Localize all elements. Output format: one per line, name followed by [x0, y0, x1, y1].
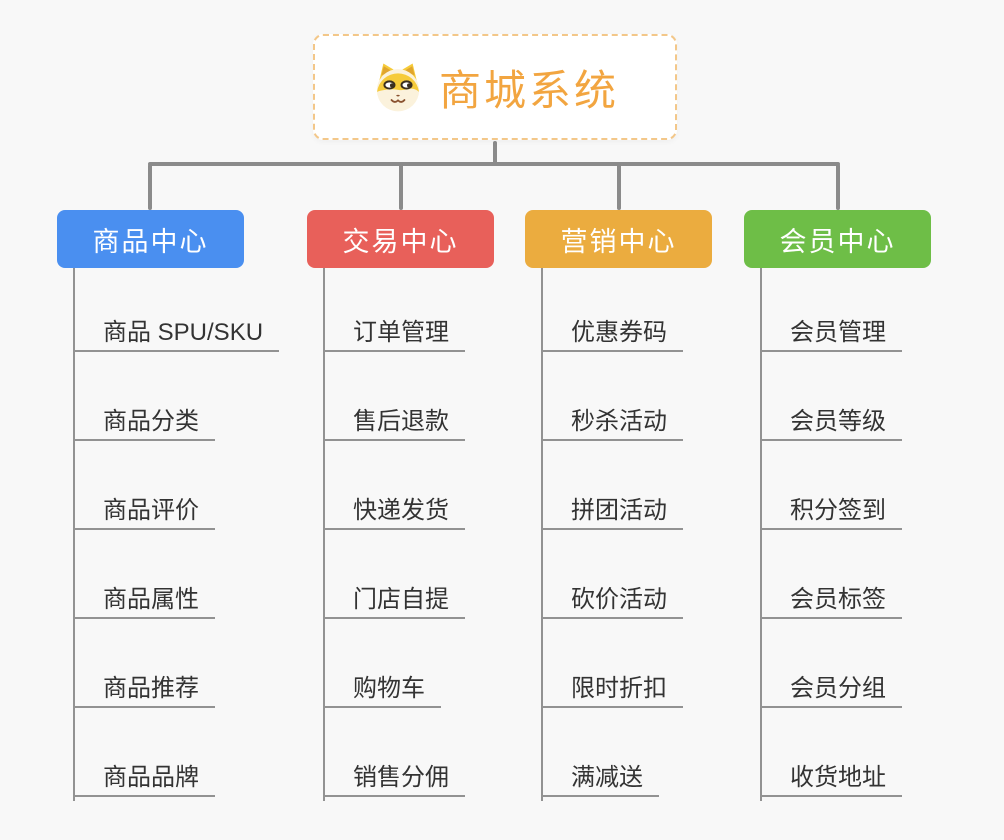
root-connector-stub	[493, 141, 497, 164]
category-node-trade-center[interactable]: 交易中心	[307, 210, 494, 268]
leaf-node[interactable]: 商品属性	[73, 584, 215, 619]
leaf-node[interactable]: 满减送	[541, 762, 659, 797]
leaf-node[interactable]: 购物车	[323, 673, 441, 708]
leaf-node[interactable]: 商品分类	[73, 406, 215, 441]
leaf-node[interactable]: 商品品牌	[73, 762, 215, 797]
leaf-node[interactable]: 收货地址	[760, 762, 902, 797]
leaf-node[interactable]: 会员管理	[760, 317, 902, 352]
leaf-node[interactable]: 门店自提	[323, 584, 465, 619]
category-node-marketing-center[interactable]: 营销中心	[525, 210, 712, 268]
leaf-node[interactable]: 限时折扣	[541, 673, 683, 708]
category-node-product-center[interactable]: 商品中心	[57, 210, 244, 268]
leaf-node[interactable]: 售后退款	[323, 406, 465, 441]
connector-drop-marketing	[617, 164, 621, 210]
leaf-node[interactable]: 商品 SPU/SKU	[73, 317, 280, 352]
connector-drop-member	[836, 164, 840, 210]
leaf-node[interactable]: 砍价活动	[541, 584, 683, 619]
connector-drop-product	[148, 164, 152, 210]
connector-drop-trade	[399, 164, 403, 210]
root-node-mall-system[interactable]: 商城系统	[313, 34, 677, 140]
leaf-node[interactable]: 会员等级	[760, 406, 902, 441]
leaf-node[interactable]: 快递发货	[323, 495, 465, 530]
branch-trunk-line	[760, 268, 762, 801]
leaf-node[interactable]: 商品评价	[73, 495, 215, 530]
connector-bus	[148, 162, 840, 166]
category-node-member-center[interactable]: 会员中心	[744, 210, 931, 268]
leaf-node[interactable]: 商品推荐	[73, 673, 215, 708]
leaf-node[interactable]: 秒杀活动	[541, 406, 683, 441]
branch-trunk-line	[323, 268, 325, 801]
leaf-node[interactable]: 拼团活动	[541, 495, 683, 530]
branch-trunk-line	[73, 268, 75, 801]
root-title: 商城系统	[438, 66, 619, 114]
leaf-node[interactable]: 会员标签	[760, 584, 902, 619]
branch-trunk-line	[541, 268, 543, 801]
leaf-node[interactable]: 积分签到	[760, 495, 902, 530]
leaf-node[interactable]: 订单管理	[323, 317, 465, 352]
leaf-node[interactable]: 会员分组	[760, 673, 902, 708]
leaf-node[interactable]: 销售分佣	[323, 762, 465, 797]
doge-icon	[376, 63, 420, 112]
leaf-node[interactable]: 优惠券码	[541, 317, 683, 352]
